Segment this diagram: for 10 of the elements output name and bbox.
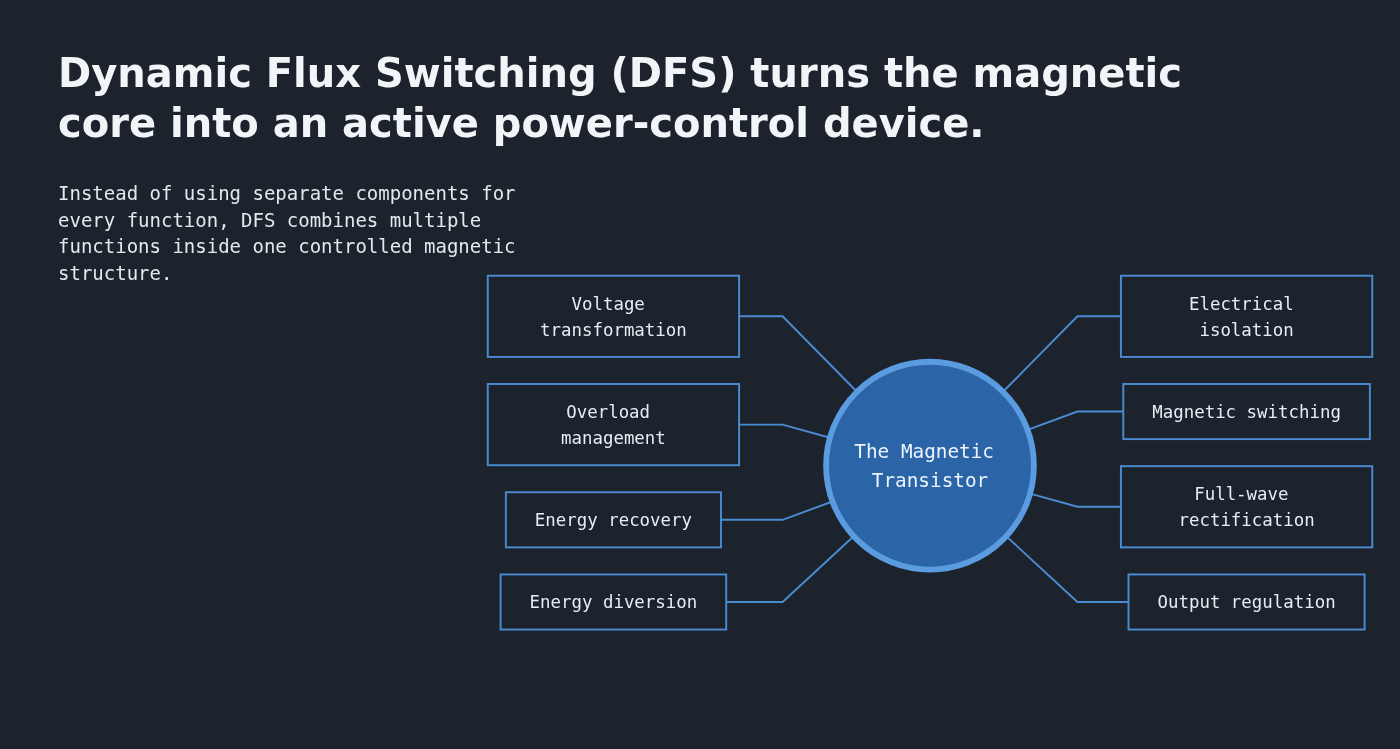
node-box: Full-wave rectification: [1119, 465, 1374, 549]
node-box: Voltage transformation: [486, 274, 741, 358]
node-box: Overload management: [486, 382, 741, 467]
node-circle: The Magnetic Transistor: [823, 358, 1037, 573]
node-box: Output regulation: [1127, 573, 1366, 631]
node-box: Energy diversion: [499, 573, 728, 631]
node-box: Magnetic switching: [1122, 382, 1371, 440]
title: Dynamic Flux Switching (DFS) turns the magnetic core into an active power-control device.: [58, 49, 1183, 148]
node-box: Electrical isolation: [1119, 274, 1374, 358]
node-box: Energy recovery: [504, 491, 722, 549]
